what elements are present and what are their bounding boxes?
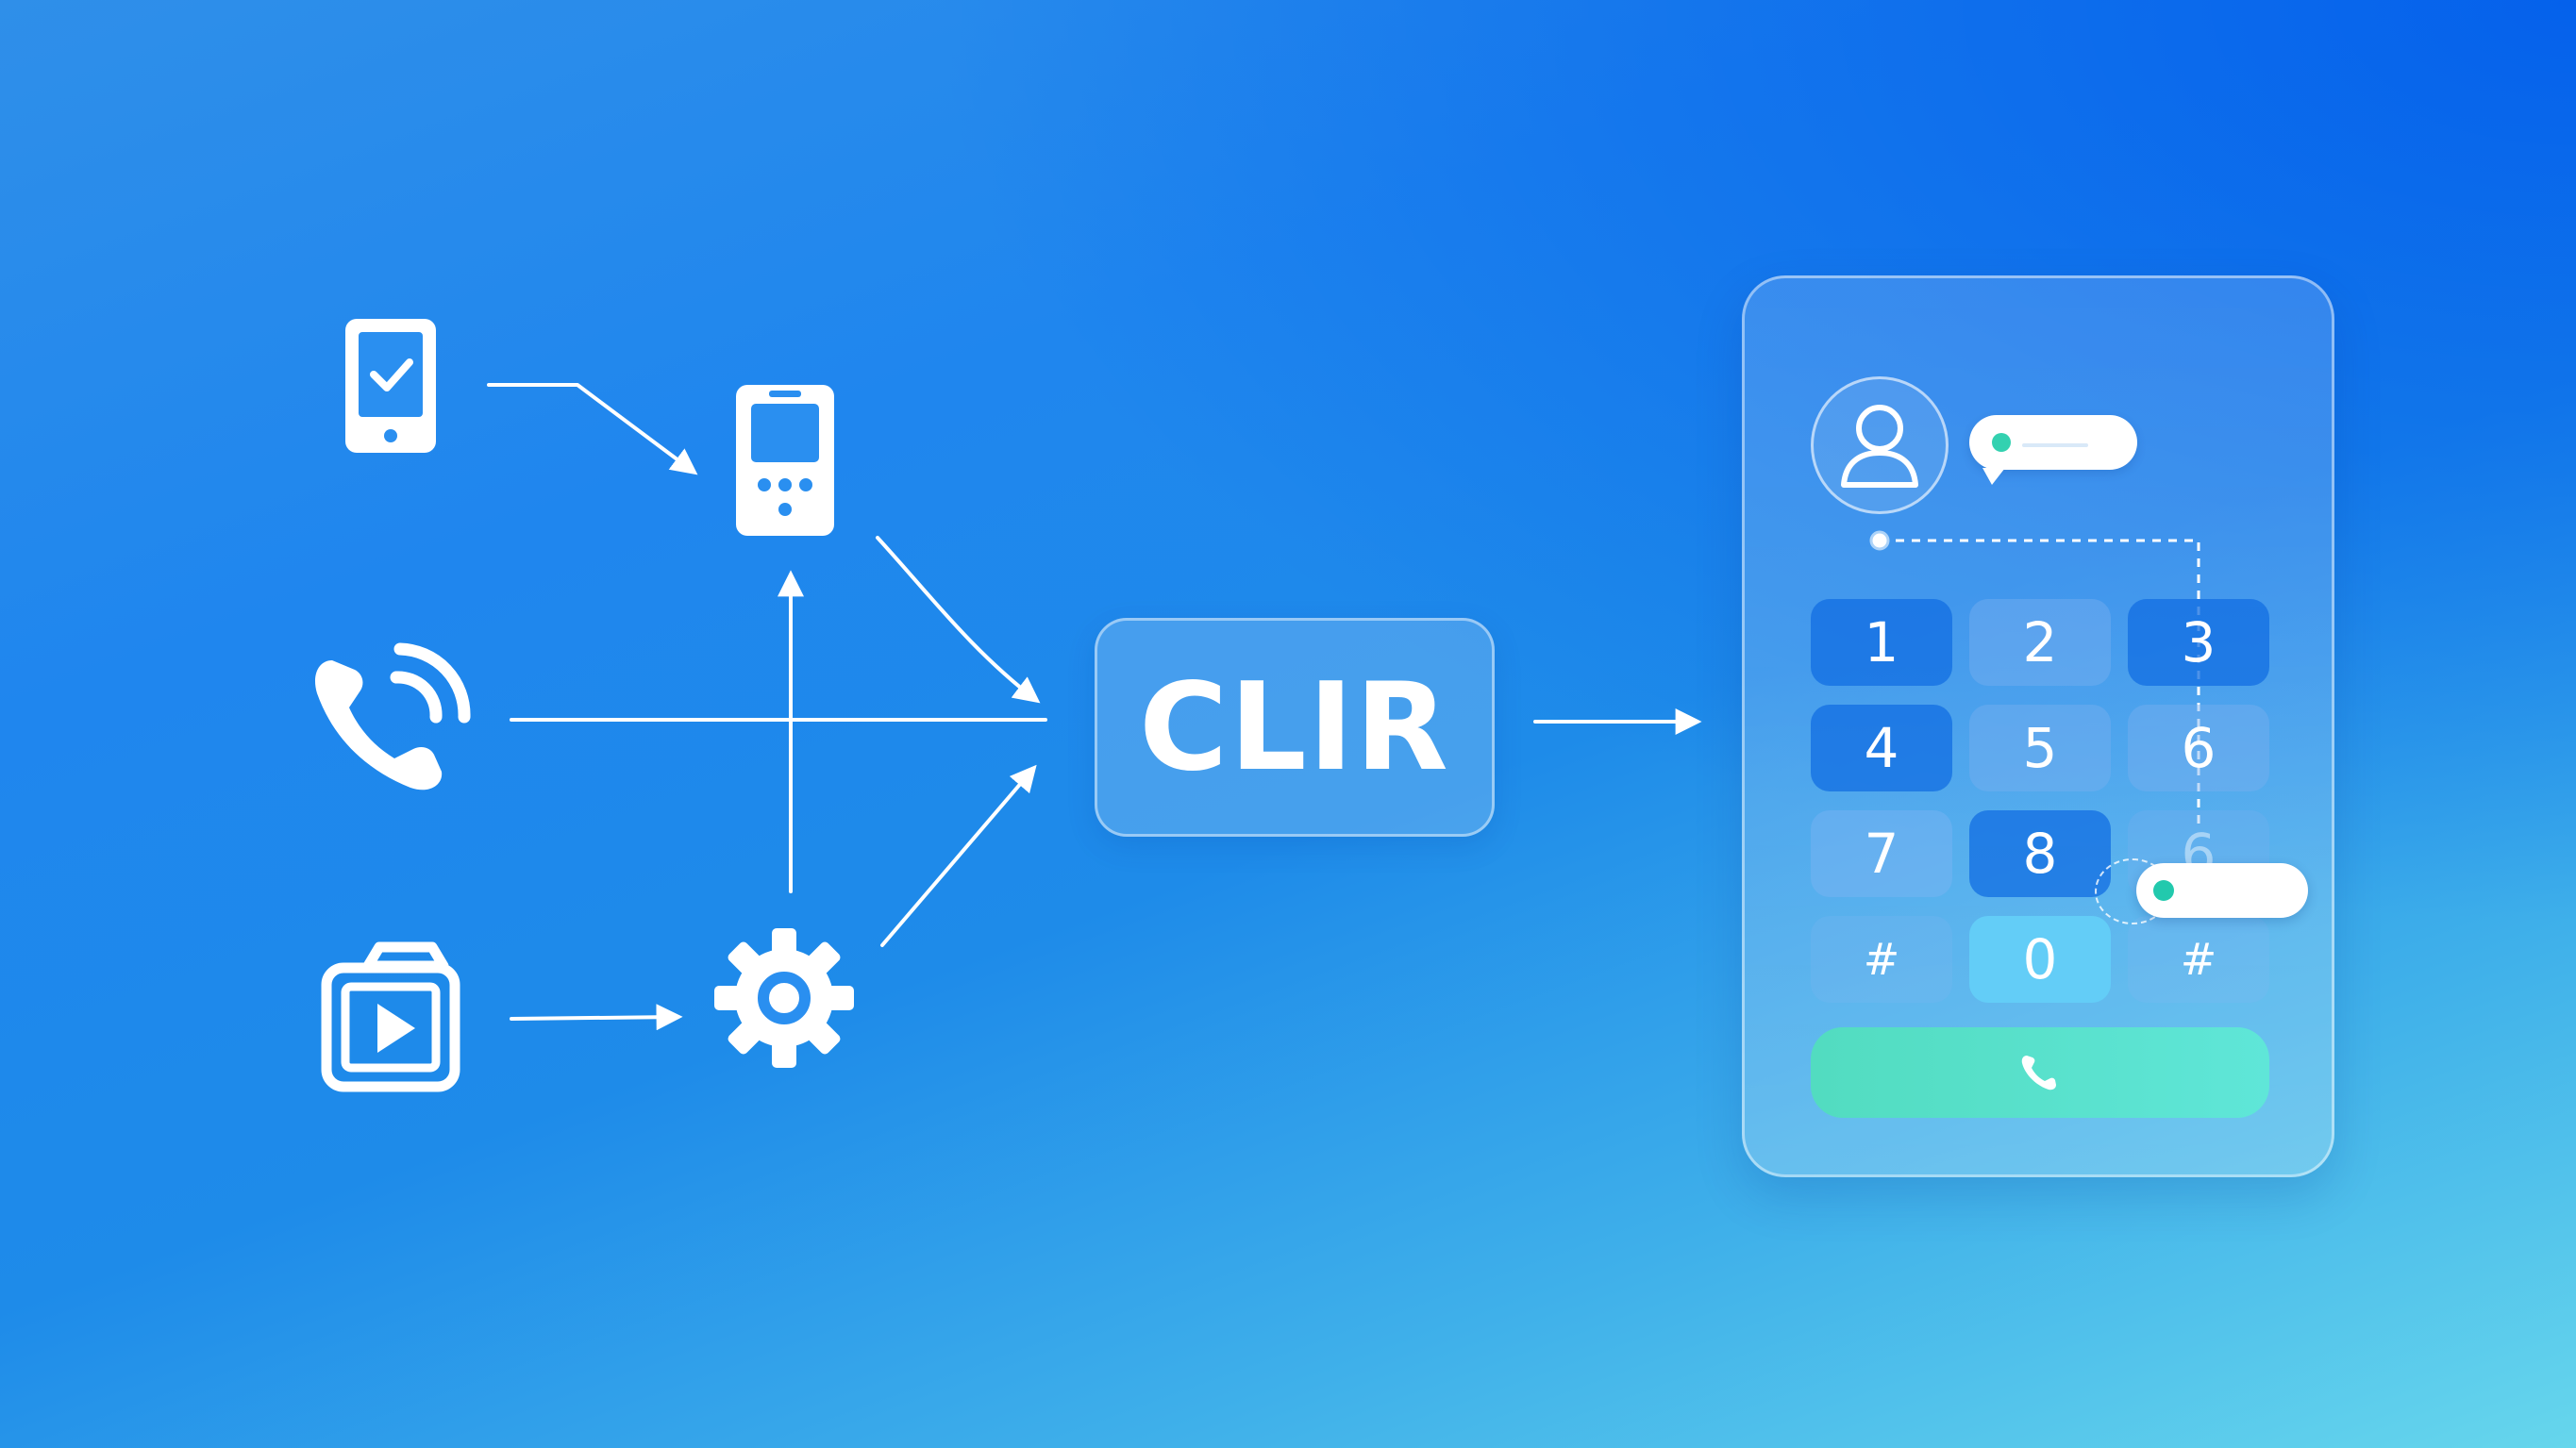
connector-phone-to-keypad	[487, 383, 698, 475]
phone-check-icon	[345, 319, 436, 453]
placeholder-line	[2022, 443, 2088, 447]
key-6[interactable]: 6	[2128, 705, 2269, 791]
call-button[interactable]	[1811, 1027, 2269, 1118]
keypad-phone-icon	[736, 385, 834, 536]
key-8[interactable]: 8	[1969, 810, 2111, 897]
phone-call-icon	[314, 642, 471, 791]
key-7[interactable]: 7	[1811, 810, 1952, 897]
call-handset-icon	[2021, 1056, 2056, 1090]
camera-video-icon	[321, 941, 460, 1092]
clir-toggle[interactable]	[2136, 863, 2308, 918]
key-1[interactable]: 1	[1811, 599, 1952, 686]
connector-camera-to-gear	[510, 1004, 683, 1031]
status-dot	[1992, 433, 2011, 452]
key-2[interactable]: 2	[1969, 599, 2111, 686]
caller-id-bubble	[1969, 415, 2137, 485]
key-5[interactable]: 5	[1969, 705, 2111, 791]
key-hash-right[interactable]: #	[2128, 916, 2269, 1003]
dialer-panel: 1 2 3 4 5 6 7 8 6 # 0 #	[1742, 275, 2334, 1177]
key-0[interactable]: 0	[1969, 916, 2111, 1003]
status-path-node	[1869, 530, 1890, 551]
connector-keypad-to-clir	[876, 536, 1041, 704]
avatar[interactable]	[1811, 376, 1949, 514]
connector-gear-to-clir	[880, 764, 1037, 947]
key-3[interactable]: 3	[2128, 599, 2269, 686]
clir-label: CLIR	[1139, 657, 1450, 798]
key-4[interactable]: 4	[1811, 705, 1952, 791]
clir-box: CLIR	[1095, 618, 1495, 837]
avatar-icon	[1841, 405, 1918, 488]
gear-icon	[714, 928, 854, 1068]
key-hash-left[interactable]: #	[1811, 916, 1952, 1003]
toggle-dot	[2153, 880, 2174, 901]
